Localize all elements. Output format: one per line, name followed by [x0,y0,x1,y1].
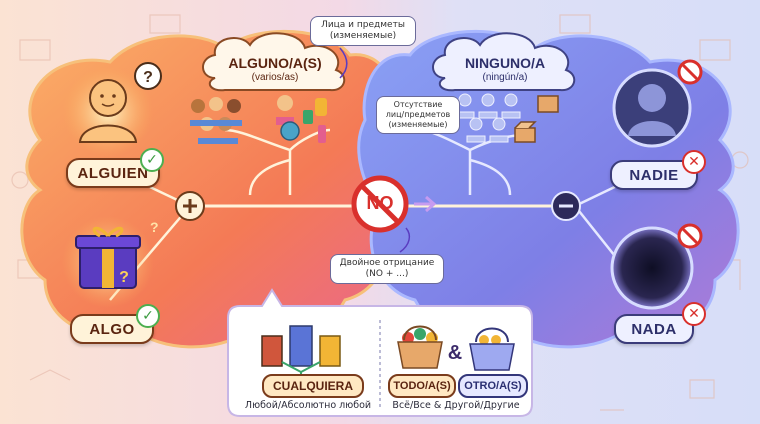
no-sign-icon [351,175,409,233]
nadie-cross-icon: ✕ [682,150,706,174]
alguno-subtitle: (varios/as) [251,72,299,83]
ninguno-title: NINGUNO/A [464,55,546,71]
alguien-check-icon: ✓ [140,148,164,172]
todo-label: TODO/A(S) [388,374,456,398]
svg-text:?: ? [119,269,129,286]
cualquiera-translation: Любой/Абсолютно любой [244,400,372,411]
people-things-note: Лица и предметы (изменяемые) [310,16,416,46]
silhouette-icon [612,68,692,148]
no-label: NO [366,193,394,213]
plus-icon [175,191,205,221]
full-basket-icon [397,325,443,369]
alguno-title: ALGUNO/A(S) [228,55,322,71]
nadie-forbidden-icon [677,59,703,85]
question-bubble-icon: ? [134,62,162,90]
empty-people-group-icon [455,93,521,143]
right-cloud [432,32,576,92]
nada-cross-icon: ✕ [682,302,706,326]
nada-forbidden-icon [677,223,703,249]
nada-label: NADA [614,314,694,344]
algo-check-icon: ✓ [136,304,160,328]
empty-basket-icon [469,327,515,371]
cualquiera-label: CUALQUIERA [262,374,364,398]
double-negation-arrow [399,227,411,253]
absence-note: Отсутствие лиц/предметов (изменяемые) [376,96,460,134]
svg-text:?: ? [143,69,153,86]
empty-boxes-icon [514,95,559,143]
objects-group-icon [276,95,327,143]
ninguno-subtitle: (ningún/a) [482,72,528,83]
left-tree-branches [224,128,331,196]
gift-box-icon: ? [75,226,141,289]
otro-label: OTRO/A(S) [458,374,528,398]
person-icon [78,79,138,143]
arrow-right-icon [414,195,437,213]
alguien-label: ALGUIEN [66,158,160,188]
left-cloud [202,32,346,92]
ampersand: & [447,342,463,364]
todo-otro-translation: Всё/Все & Другой/Другие [392,400,520,411]
minus-icon [551,191,581,221]
right-tree-branches [419,128,526,196]
people-note-arrow [339,47,348,79]
void-icon [610,226,694,310]
people-group-icon [190,97,242,144]
floating-question-mark: ? [150,219,159,235]
double-negation-note: Двойное отрицание (NO + ...) [330,254,444,284]
